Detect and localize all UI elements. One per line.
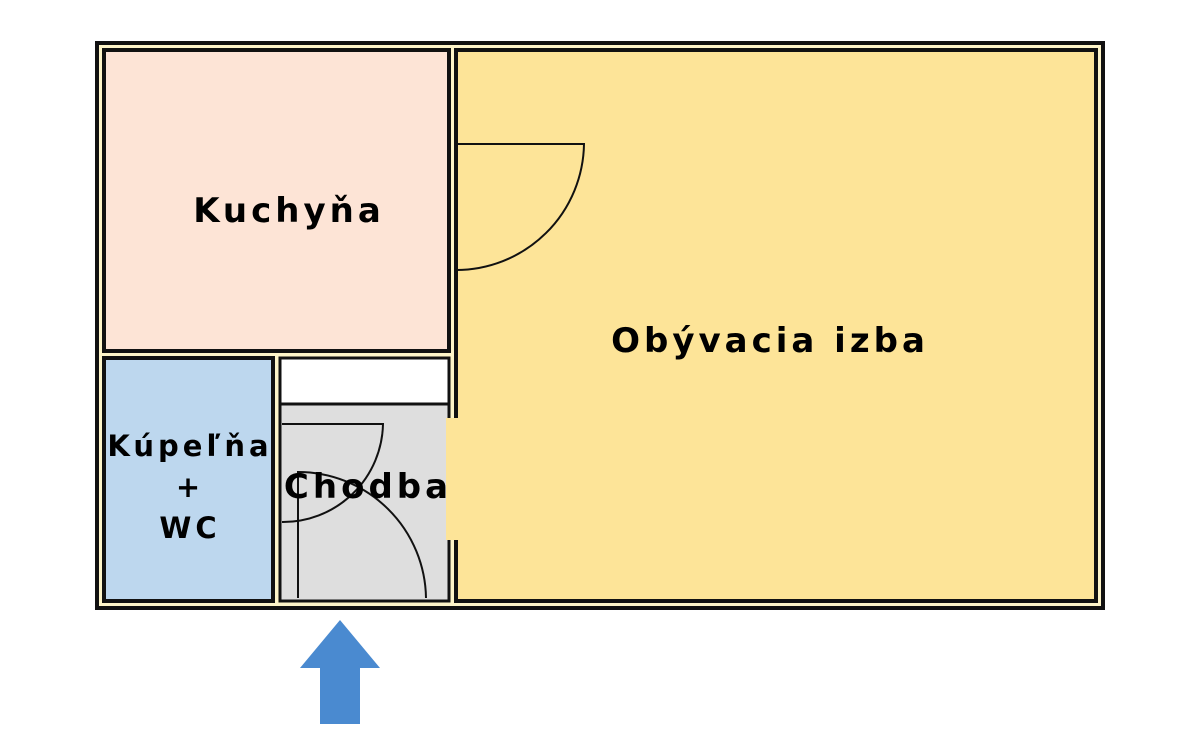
kitchen-label: Kuchyňa xyxy=(193,191,385,231)
bathroom-label-line1: Kúpeľňa xyxy=(107,429,272,463)
living-room xyxy=(454,48,1098,603)
living-room-label: Obývacia izba xyxy=(611,321,929,361)
bathroom-label-line2: + xyxy=(176,470,204,504)
wardrobe xyxy=(278,356,451,406)
entrance-door-swing xyxy=(297,470,427,599)
hallway-label: Chodba xyxy=(284,467,452,507)
bathroom-door-swing xyxy=(281,423,385,524)
kitchen-room xyxy=(102,48,451,353)
bathroom-room xyxy=(102,356,275,603)
kitchen-door-swing xyxy=(455,143,586,271)
bathroom-label-line3: WC xyxy=(159,511,220,545)
hallway-room xyxy=(278,402,451,603)
doorway-opening xyxy=(446,418,460,540)
entrance-arrow-icon xyxy=(300,620,380,724)
